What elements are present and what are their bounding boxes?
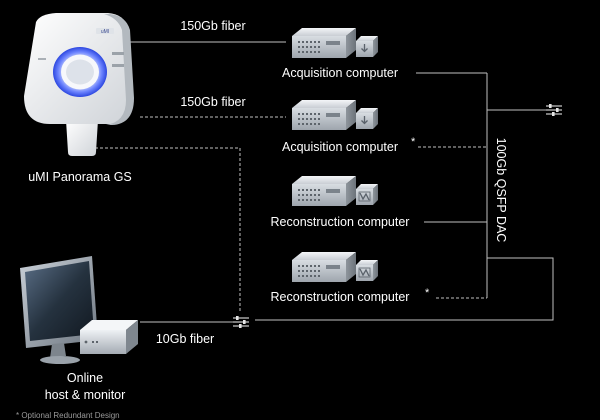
server-icon (292, 28, 356, 58)
label-top-fiber: 150Gb fiber (180, 19, 245, 33)
server-icon (292, 176, 356, 206)
network-switch-icon (232, 315, 250, 329)
label-acquisition-1: Acquisition computer (282, 66, 398, 80)
storage-box-icon (355, 35, 379, 58)
label-scanner: uMI Panorama GS (28, 170, 132, 184)
mini-pc-icon (80, 320, 138, 354)
storage-box-icon (355, 107, 379, 130)
label-reconstruction-1: Reconstruction computer (271, 215, 410, 229)
link-scanner-hostswitch (95, 147, 241, 312)
monitor-icon (20, 256, 98, 364)
ct-scanner-icon: uMI (24, 13, 134, 156)
label-backbone: 100Gb QSFP DAC (494, 138, 508, 243)
optional-marker: * (411, 136, 416, 148)
server-icon (292, 100, 356, 130)
optional-marker: * (425, 287, 430, 299)
gpu-box-icon (355, 183, 379, 206)
label-mid-fiber: 150Gb fiber (180, 95, 245, 109)
footnote: * Optional Redundant Design (16, 411, 120, 420)
link-backbone-host (255, 257, 554, 321)
label-reconstruction-2: Reconstruction computer (271, 290, 410, 304)
label-host-fiber: 10Gb fiber (156, 332, 214, 346)
label-host-line2: host & monitor (45, 388, 126, 402)
label-acquisition-2: Acquisition computer (282, 140, 398, 154)
network-switch-icon (545, 103, 563, 117)
server-icon (292, 252, 356, 282)
connection-lines (95, 41, 554, 323)
scanner-badge: uMI (101, 29, 109, 35)
label-host-line1: Online (67, 371, 103, 385)
gpu-box-icon (355, 259, 379, 282)
